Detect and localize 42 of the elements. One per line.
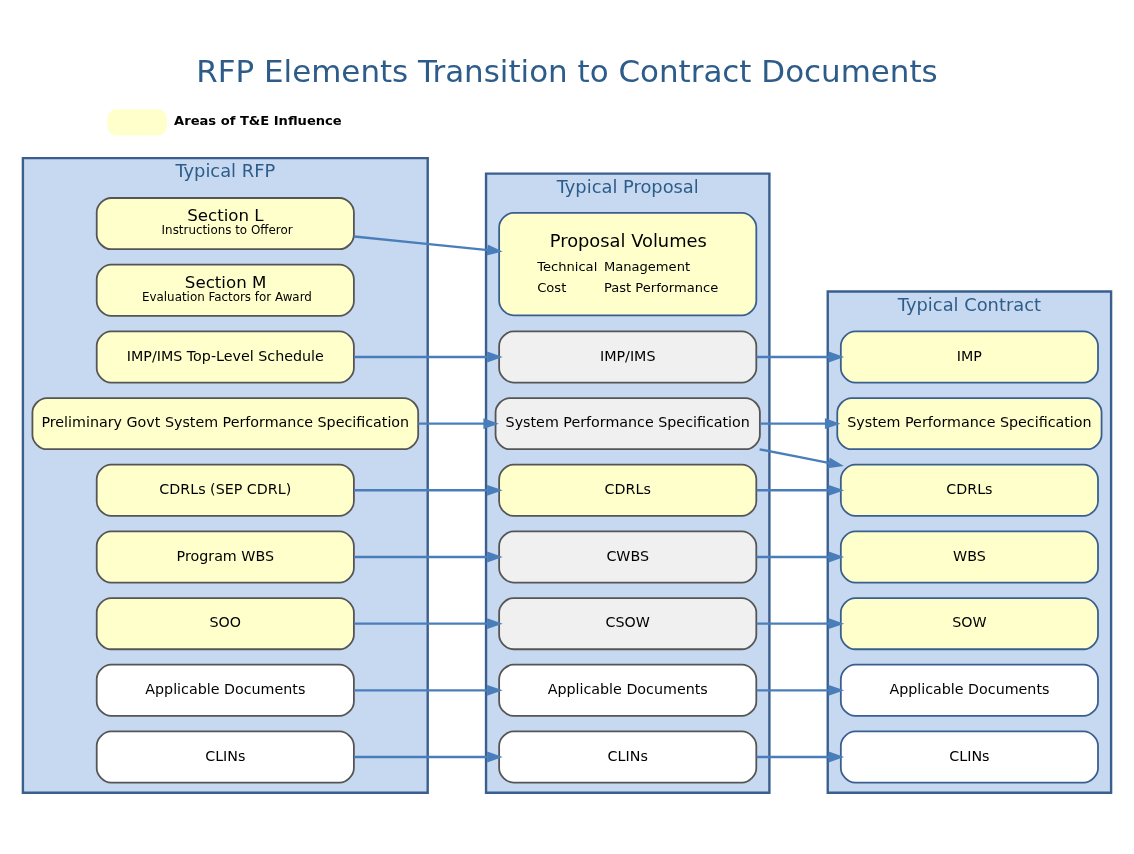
arrow	[354, 684, 503, 696]
arrow	[760, 417, 841, 429]
node-box: IMP	[839, 329, 1099, 383]
node-box: Program WBS	[95, 530, 355, 583]
diagram-title: RFP Elements Transition to Contract Documents	[196, 52, 938, 89]
arrow	[354, 551, 503, 562]
arrow	[756, 684, 845, 696]
arrow	[354, 751, 503, 762]
node-box: Applicable Documents	[95, 663, 355, 717]
node-box: Applicable Documents	[498, 663, 758, 717]
node-box: IMP/IMS	[498, 329, 758, 383]
node-box: CDRLs (SEP CDRL)	[95, 463, 355, 517]
arrow	[354, 234, 503, 255]
node-box: SOW	[839, 596, 1099, 650]
node-box: CSOW	[498, 596, 758, 650]
node-box: IMP/IMS Top-Level Schedule	[95, 329, 355, 383]
node-box: CDRLs	[839, 463, 1099, 517]
arrow	[354, 484, 503, 496]
node-box: Section L Instructions to Offeror	[95, 196, 355, 250]
legend-label: Areas of T&E Influence	[174, 112, 342, 128]
node-box: Section M Evaluation Factors for Award	[95, 263, 355, 317]
node-box: WBS	[839, 530, 1099, 583]
node-box: CWBS	[498, 530, 758, 583]
node-box: CLINs	[839, 730, 1099, 783]
node-box: System Performance Specification	[836, 396, 1103, 450]
arrow	[354, 617, 503, 629]
node-box: Preliminary Govt System Performance Specification	[31, 396, 420, 450]
arrow	[756, 751, 845, 762]
arrow	[418, 417, 499, 429]
node-box: CLINs	[498, 730, 758, 783]
node-box: System Performance Specification	[494, 396, 761, 450]
node-box: SOO	[95, 596, 355, 650]
arrow	[756, 484, 845, 496]
arrow	[759, 447, 844, 468]
arrow	[756, 551, 845, 562]
node-box: Applicable Documents	[839, 663, 1099, 717]
arrow	[354, 351, 503, 362]
arrow	[756, 351, 845, 362]
node-box: CLINs	[95, 730, 355, 783]
node-box: Proposal Volumes Technical Management Cost Past Performance	[498, 211, 758, 316]
arrow	[756, 617, 845, 629]
node-box: CDRLs	[498, 463, 758, 517]
